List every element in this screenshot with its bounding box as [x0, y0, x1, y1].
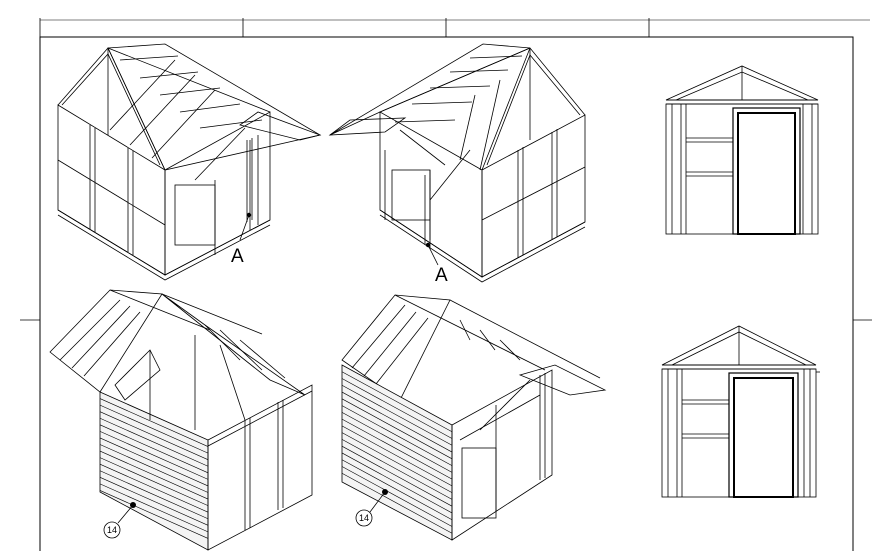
- cladding-board: [99, 444, 209, 493]
- cladding-board: [99, 437, 209, 487]
- cladding-board: [99, 404, 209, 454]
- sheet-border: [20, 18, 872, 551]
- cladding-board: [341, 405, 453, 466]
- callout-a-left: A: [231, 246, 244, 267]
- cladding-board: [99, 424, 209, 474]
- iso-clad-left-view: [49, 289, 313, 551]
- cladding-board: [341, 391, 453, 453]
- cladding-board: [341, 398, 453, 460]
- cladding-board: [341, 459, 453, 520]
- cladding-board: [341, 445, 453, 507]
- part-number-14-right: 14: [359, 513, 369, 523]
- part-number-14-left: 14: [107, 525, 117, 535]
- cladding-board: [341, 466, 453, 527]
- iso-frame-left-view: [57, 43, 322, 281]
- cladding-board: [99, 398, 209, 447]
- cladding-board: [341, 425, 453, 487]
- cladding-board: [99, 450, 209, 500]
- front-elevation-clad-view: [661, 325, 820, 498]
- cladding-board: [341, 472, 453, 534]
- cladding-board: [99, 477, 209, 526]
- cladding-board: [99, 463, 209, 513]
- cladding-board: [341, 385, 453, 446]
- cladding-board: [99, 490, 209, 539]
- cladding-board: [341, 439, 453, 500]
- clad-boards-left: [99, 398, 209, 539]
- cladding-board: [341, 452, 453, 514]
- cladding-board: [99, 470, 209, 520]
- cladding-board: [341, 418, 453, 480]
- clad-boards-right: [341, 371, 453, 534]
- cladding-board: [341, 371, 453, 433]
- callout-a-right: A: [435, 265, 448, 286]
- cladding-board: [99, 457, 209, 506]
- cladding-board: [99, 431, 209, 480]
- part-marker-right: [355, 489, 388, 527]
- cladding-board: [341, 378, 453, 439]
- iso-frame-right-view: [328, 43, 586, 283]
- iso-clad-right-view: [341, 294, 607, 541]
- part-marker-left: [103, 502, 136, 539]
- cladding-board: [99, 411, 209, 460]
- front-elevation-frame-view: [665, 65, 819, 235]
- cladding-board: [341, 432, 453, 493]
- cladding-board: [99, 417, 209, 467]
- cladding-board: [99, 483, 209, 533]
- cladding-board: [341, 412, 453, 473]
